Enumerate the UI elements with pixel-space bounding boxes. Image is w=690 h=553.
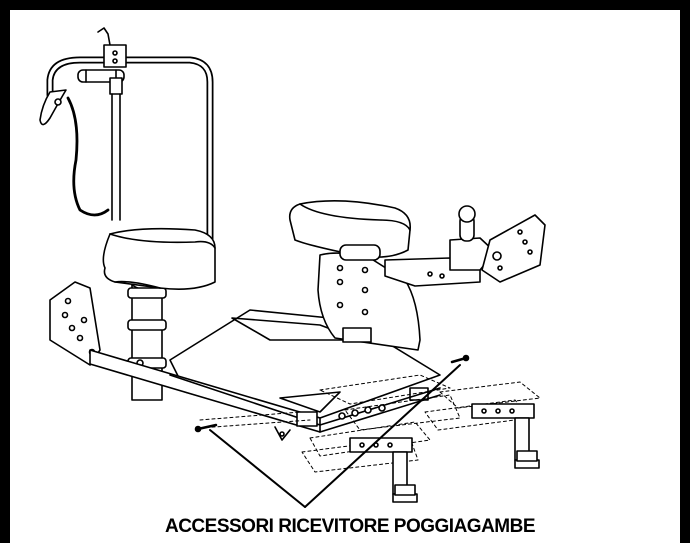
left-armrest bbox=[102, 227, 216, 290]
legrest-receiver-right bbox=[471, 403, 540, 469]
wheelchair-seat-diagram bbox=[39, 27, 546, 508]
seat-rail bbox=[89, 349, 441, 441]
receiver-bolts bbox=[338, 404, 386, 420]
side-bracket-plate bbox=[49, 281, 114, 366]
legrest-receiver-left bbox=[349, 437, 418, 503]
callout-leaders bbox=[209, 364, 461, 508]
figure-caption: ACCESSORI RICEVITORE POGGIAGAMBE bbox=[164, 516, 536, 537]
screw-right bbox=[450, 354, 470, 364]
screw-left bbox=[194, 423, 218, 433]
release-lever bbox=[39, 89, 110, 217]
right-armrest bbox=[288, 200, 412, 261]
joystick-controller bbox=[384, 205, 546, 287]
headrest-mount bbox=[97, 27, 127, 221]
backrest-frame bbox=[46, 56, 214, 244]
